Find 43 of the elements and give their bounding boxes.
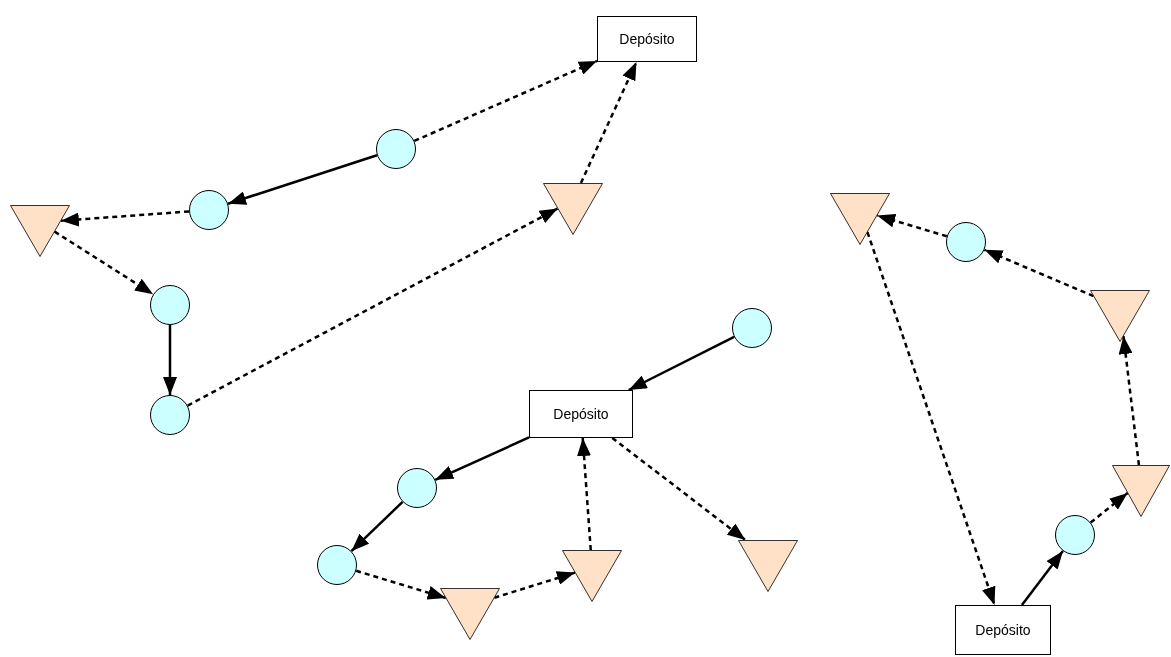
box-label: Depósito <box>975 622 1031 638</box>
circle-node <box>317 545 357 585</box>
arrow <box>628 335 735 392</box>
arrow <box>227 154 378 205</box>
box-label: Depósito <box>553 406 609 422</box>
arrow <box>1020 550 1064 606</box>
arrow <box>494 571 576 599</box>
triangle-node <box>1112 465 1170 517</box>
triangle-node <box>440 588 500 640</box>
arrow <box>577 437 592 551</box>
circle-node <box>397 468 437 508</box>
box-label: Depósito <box>619 31 675 47</box>
circle-node <box>946 222 986 262</box>
circle-node <box>376 129 416 169</box>
circle-node <box>150 395 190 435</box>
arrow <box>355 569 447 600</box>
arrow <box>579 61 638 184</box>
arrow <box>1089 492 1129 524</box>
triangle-node <box>543 183 603 235</box>
arrow <box>60 210 190 227</box>
depot-box <box>597 16 697 62</box>
arrow <box>350 500 404 553</box>
circle-node <box>150 285 190 325</box>
triangle-node <box>1090 290 1150 342</box>
depot-box <box>529 390 633 438</box>
arrow <box>413 59 598 143</box>
triangle-node <box>562 550 622 602</box>
arrow <box>876 213 948 238</box>
arrow <box>983 248 1094 298</box>
triangle-node <box>830 193 890 245</box>
circle-node <box>732 308 772 348</box>
arrow <box>187 207 559 407</box>
arrow <box>434 436 530 481</box>
arrow <box>611 437 747 541</box>
arrow <box>866 231 996 606</box>
arrow <box>163 325 177 395</box>
circle-node <box>189 190 229 230</box>
circle-node <box>1055 515 1095 555</box>
depot-box <box>955 605 1051 655</box>
arrow <box>53 230 154 296</box>
triangle-node <box>10 205 70 257</box>
arrow <box>1118 335 1141 466</box>
triangle-node <box>738 540 798 592</box>
